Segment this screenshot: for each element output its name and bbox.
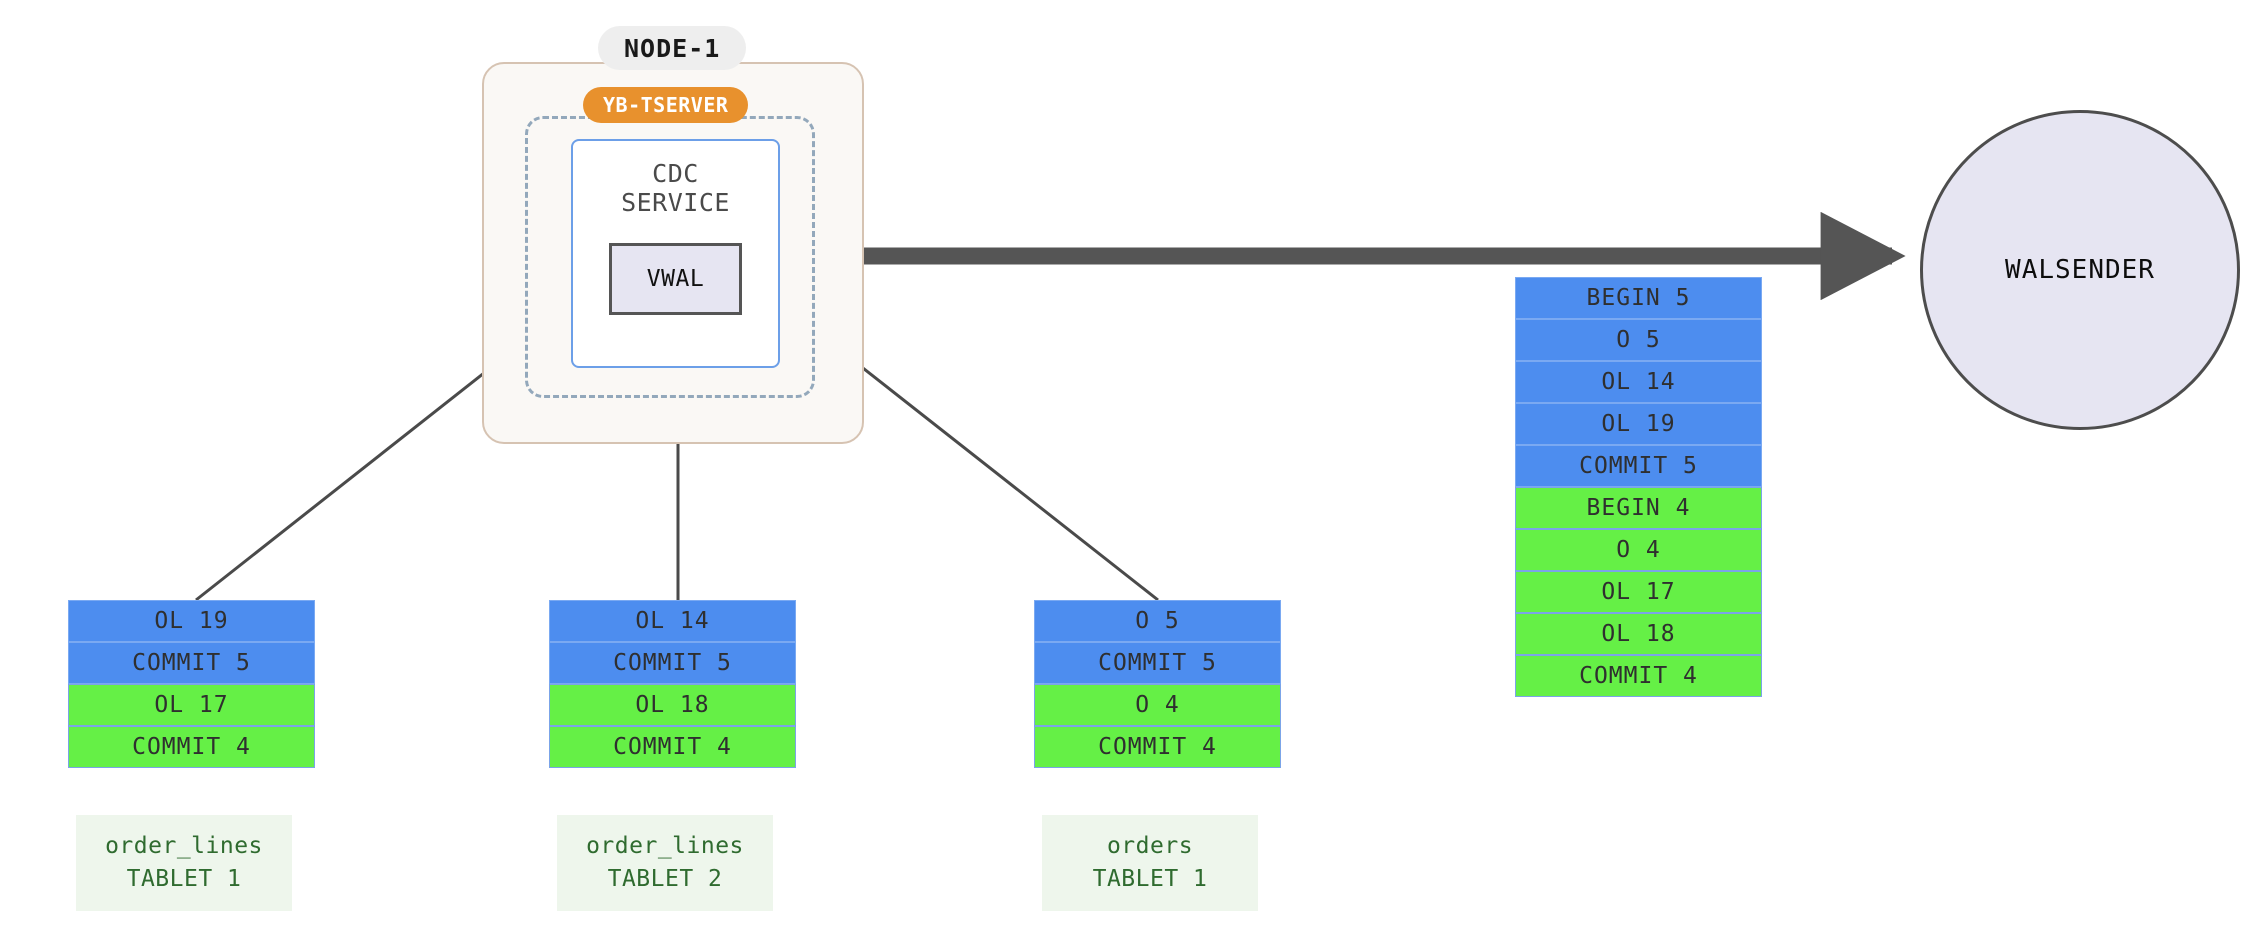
tablet-table-name: order_lines	[105, 833, 263, 859]
tablet-record: OL 19	[68, 600, 315, 642]
tablet-record: OL 17	[68, 684, 315, 726]
wal-record: COMMIT 5	[1515, 445, 1762, 487]
tablet-table-name: orders	[1106, 833, 1194, 859]
cdc-service-label: CDC SERVICE	[621, 159, 730, 217]
wal-record: O 5	[1515, 319, 1762, 361]
wal-record: OL 18	[1515, 613, 1762, 655]
tablet-record: COMMIT 4	[1034, 726, 1281, 768]
wal-record: OL 19	[1515, 403, 1762, 445]
tablet-number: TABLET 1	[1092, 866, 1208, 892]
tablet-record: OL 14	[549, 600, 796, 642]
tablet-record: O 4	[1034, 684, 1281, 726]
vwal-box: VWAL	[609, 243, 742, 315]
wal-record: BEGIN 5	[1515, 277, 1762, 319]
tablet-record: COMMIT 4	[549, 726, 796, 768]
tablet-record: COMMIT 5	[1034, 642, 1281, 684]
tserver-badge-label: YB-TSERVER	[583, 87, 749, 123]
wal-record: COMMIT 4	[1515, 655, 1762, 697]
tablet-record: O 5	[1034, 600, 1281, 642]
tablet-number: TABLET 2	[607, 866, 723, 892]
wal-record: OL 14	[1515, 361, 1762, 403]
walsender-node: WALSENDER	[1920, 110, 2240, 430]
tablet-record: OL 18	[549, 684, 796, 726]
node-badge-label: NODE-1	[598, 26, 747, 70]
wal-record: BEGIN 4	[1515, 487, 1762, 529]
wal-record: O 4	[1515, 529, 1762, 571]
tablet-record: COMMIT 4	[68, 726, 315, 768]
tablet-number: TABLET 1	[126, 866, 242, 892]
tablet-name-label: order_lines TABLET 1	[76, 815, 292, 911]
tablet-record: COMMIT 5	[549, 642, 796, 684]
tablet-table-name: order_lines	[586, 833, 744, 859]
tablet-record: COMMIT 5	[68, 642, 315, 684]
tablet-name-label: order_lines TABLET 2	[557, 815, 773, 911]
tablet-name-label: orders TABLET 1	[1042, 815, 1258, 911]
wal-record: OL 17	[1515, 571, 1762, 613]
